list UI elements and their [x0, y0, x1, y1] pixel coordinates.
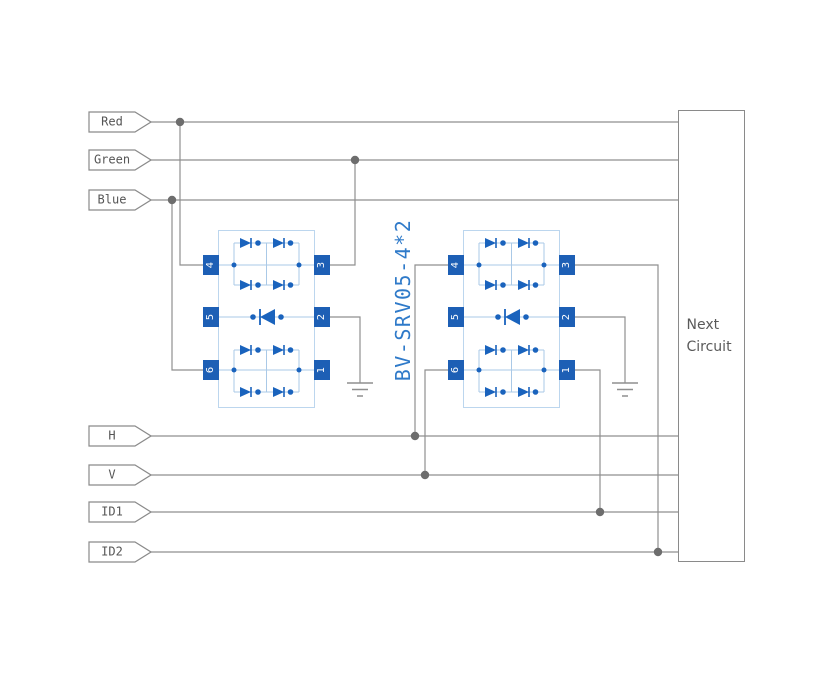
ic1-pin-6: 6 [203, 360, 219, 380]
ic-internal-schematic [463, 230, 560, 408]
ic1-pin-4: 4 [203, 255, 219, 275]
ic2-pin-3: 3 [559, 255, 575, 275]
signal-label: ID1 [101, 504, 123, 519]
signal-tag-red: Red [88, 111, 152, 133]
tag-arrow-shape [88, 189, 152, 211]
signal-label: ID2 [101, 544, 123, 559]
pin-number: 1 [316, 366, 327, 374]
pin-number: 1 [561, 366, 572, 374]
pin-number: 2 [316, 313, 327, 321]
tag-arrow-shape [88, 501, 152, 523]
wire-green-to-pin3 [330, 160, 356, 266]
wire-pin3-to-id2 [575, 264, 659, 552]
signal-wires [151, 121, 678, 553]
wire-pin2-to-ground2 [575, 316, 626, 383]
signal-tag-id1: ID1 [88, 501, 152, 523]
tag-arrow-shape [88, 541, 152, 563]
tag-arrow-shape [88, 149, 152, 171]
signal-label: Green [93, 152, 131, 167]
ic2-pin-5: 5 [448, 307, 464, 327]
signal-tag-h: H [88, 425, 152, 447]
next-circuit-label: Next Circuit [686, 316, 732, 355]
tvs-diode-array-2: 4 5 6 3 2 1 [448, 230, 575, 408]
signal-tag-id2: ID2 [88, 541, 152, 563]
signal-label: V [108, 467, 116, 482]
signal-label: Red [101, 114, 123, 129]
tag-arrow-shape [88, 111, 152, 133]
ground-icon [612, 382, 638, 397]
signal-tag-green: Green [88, 149, 152, 171]
junction-dot [167, 195, 177, 205]
ic1-pin-3: 3 [314, 255, 330, 275]
wire-pin1-to-id1 [575, 369, 601, 512]
tvs-diode-array-1: 4 5 6 3 2 1 [203, 230, 330, 408]
junction-dot [175, 117, 185, 127]
ic2-pin-4: 4 [448, 255, 464, 275]
pin-number: 3 [561, 261, 572, 269]
pin-number: 6 [450, 366, 461, 374]
pin-number: 3 [316, 261, 327, 269]
wire-red-to-pin4 [179, 122, 203, 266]
signal-tag-v: V [88, 464, 152, 486]
ic1-pin-1: 1 [314, 360, 330, 380]
pin-number: 4 [205, 261, 216, 269]
signal-label: H [108, 428, 116, 443]
signal-tag-blue: Blue [88, 189, 152, 211]
wire-v-to-pin6 [424, 369, 448, 475]
tag-arrow-shape [88, 464, 152, 486]
junction-dot [410, 431, 420, 441]
ic1-pin-5: 5 [203, 307, 219, 327]
next-circuit-box: Next Circuit [678, 110, 745, 562]
pin-number: 2 [561, 313, 572, 321]
wire-blue-to-pin6 [171, 200, 203, 371]
ic2-pin-6: 6 [448, 360, 464, 380]
pin-number: 6 [205, 366, 216, 374]
junction-dots [167, 117, 663, 557]
junction-dot [420, 470, 430, 480]
junction-dot [653, 547, 663, 557]
junction-dot [595, 507, 605, 517]
ic-internal-schematic [218, 230, 315, 408]
ic2-pin-2: 2 [559, 307, 575, 327]
pin-number: 5 [205, 313, 216, 321]
wire-pin2-to-ground1 [330, 316, 361, 383]
wire-h-to-pin4 [414, 264, 448, 436]
ic1-pin-2: 2 [314, 307, 330, 327]
tag-arrow-shape [88, 425, 152, 447]
part-number-label: BV-SRV05-4*2 [391, 218, 415, 382]
pin-number: 4 [450, 261, 461, 269]
ground-icon [347, 382, 373, 397]
pin-number: 5 [450, 313, 461, 321]
ic2-pin-1: 1 [559, 360, 575, 380]
junction-dot [350, 155, 360, 165]
signal-label: Blue [97, 192, 127, 207]
